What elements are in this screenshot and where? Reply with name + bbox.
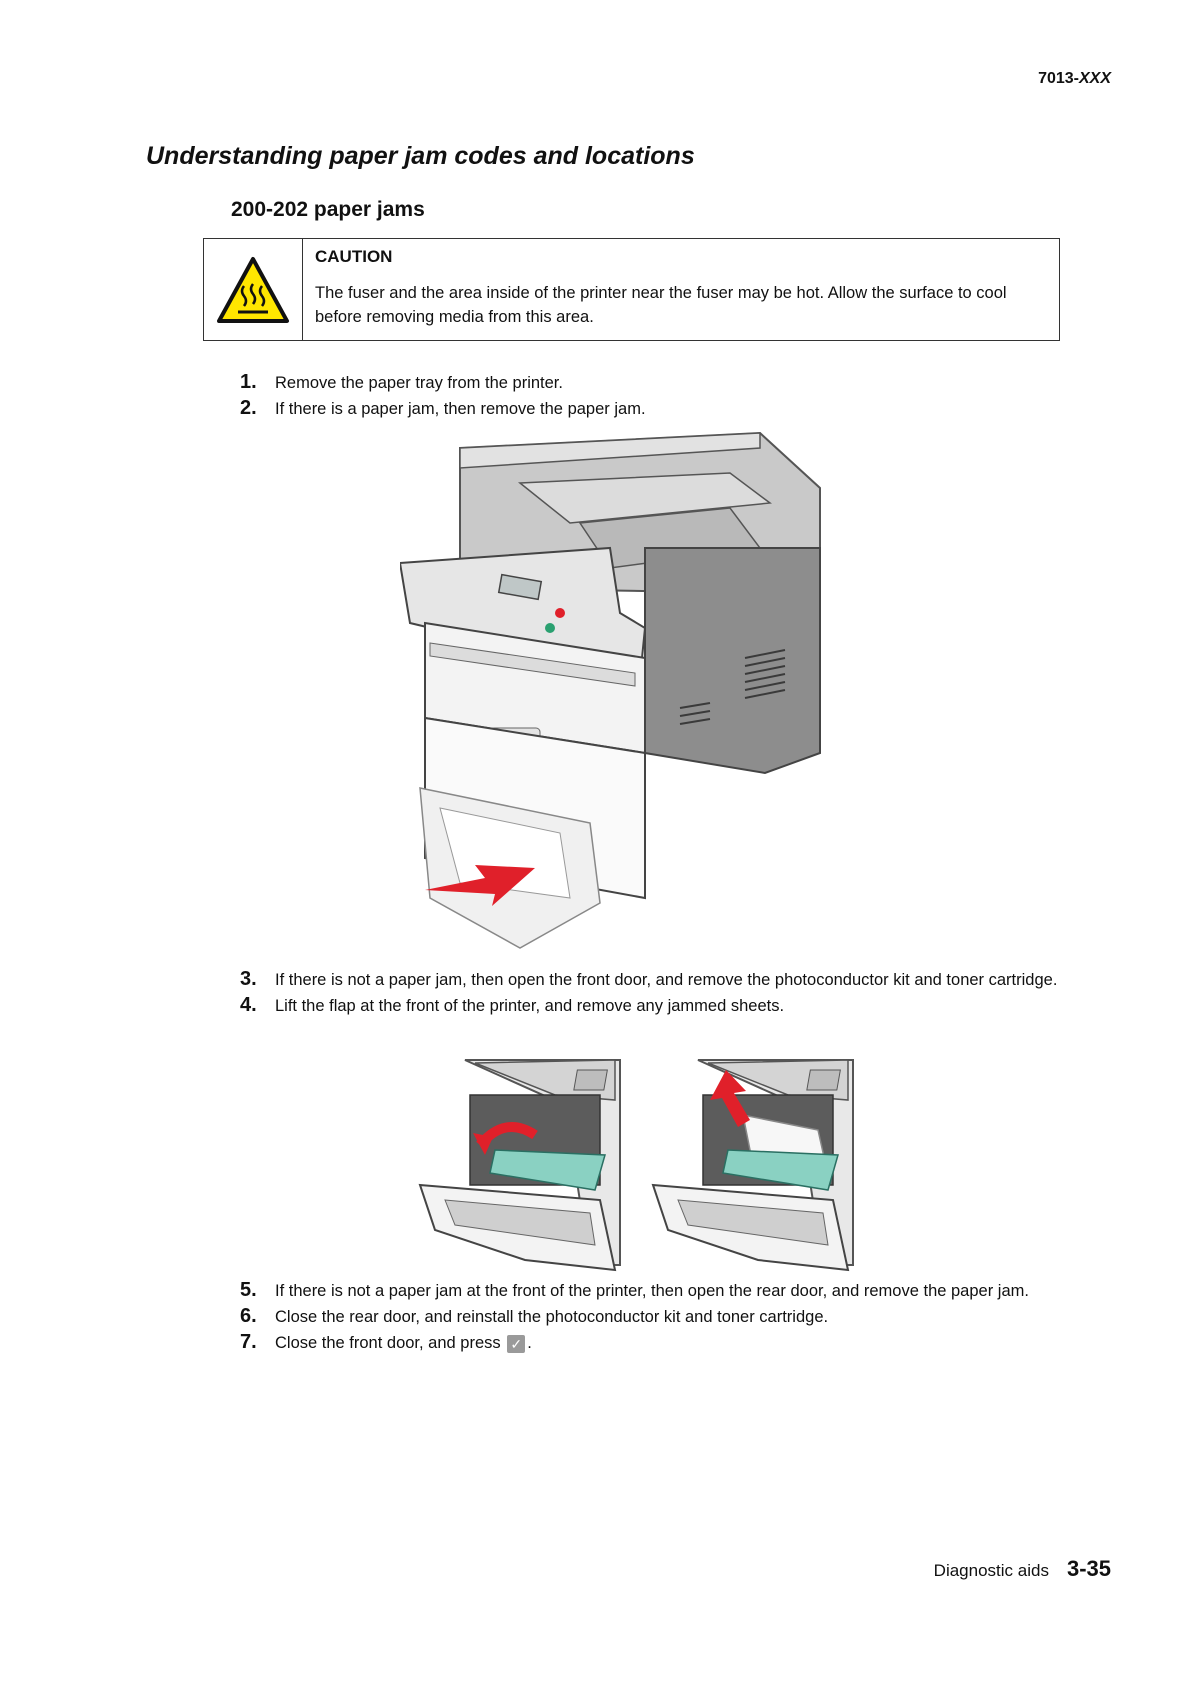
step-number: 2.	[240, 397, 257, 419]
step-text: Lift the flap at the front of the printe…	[275, 997, 785, 1015]
steps-group-1: 1. Remove the paper tray from the printer…	[240, 371, 1120, 423]
pull-up-arrow-icon	[710, 1070, 750, 1127]
front-door-flap-illustration	[418, 1059, 621, 1272]
checkmark-key-icon: ✓	[507, 1334, 526, 1353]
step-text: If there is not a paper jam at the front…	[275, 1282, 1029, 1300]
section-title: Understanding paper jam codes and locati…	[146, 142, 695, 170]
steps-group-3: 5. If there is not a paper jam at the fro…	[240, 1279, 1120, 1357]
printer-paper-jam-illustration	[400, 431, 821, 949]
step-text: If there is a paper jam, then remove the…	[275, 400, 646, 418]
caution-box: CAUTION The fuser and the area inside of…	[203, 238, 1060, 341]
step-text: Close the rear door, and reinstall the p…	[275, 1308, 829, 1326]
document-model-code: 7013-XXX	[1038, 70, 1111, 88]
caution-icon-cell	[204, 239, 303, 340]
step-number: 3.	[240, 968, 257, 990]
caution-label: CAUTION	[315, 247, 393, 266]
step-number: 5.	[240, 1279, 257, 1301]
step-6: 6. Close the rear door, and reinstall the…	[240, 1305, 1120, 1329]
subsection-title: 200-202 paper jams	[231, 198, 425, 221]
footer-page-number: 3-35	[1066, 1556, 1111, 1581]
step-number: 6.	[240, 1305, 257, 1327]
step-text: Close the front door, and press ✓.	[275, 1332, 1105, 1355]
caution-text-cell: CAUTION The fuser and the area inside of…	[303, 239, 1059, 340]
step-text: If there is not a paper jam, then open t…	[275, 971, 1058, 989]
step-3: 3. If there is not a paper jam, then open…	[240, 968, 1120, 992]
step-text: Remove the paper tray from the printer.	[275, 374, 563, 392]
step-number: 4.	[240, 994, 257, 1016]
footer-section-name: Diagnostic aids	[933, 1561, 1049, 1580]
steps-group-2: 3. If there is not a paper jam, then open…	[240, 968, 1120, 1020]
model-suffix: XXX	[1078, 70, 1111, 87]
caution-text: The fuser and the area inside of the pri…	[315, 284, 1007, 326]
model-prefix: 7013-	[1038, 70, 1079, 87]
step-text-after: .	[527, 1334, 532, 1352]
step-1: 1. Remove the paper tray from the printer…	[240, 371, 1120, 395]
pull-direction-arrow-icon	[425, 865, 535, 906]
step-number: 1.	[240, 371, 257, 393]
step-5: 5. If there is not a paper jam at the fro…	[240, 1279, 1120, 1303]
step-text-before: Close the front door, and press	[275, 1334, 501, 1352]
step-number: 7.	[240, 1331, 257, 1353]
step-7: 7. Close the front door, and press ✓.	[240, 1331, 1120, 1355]
remove-jammed-sheet-illustration	[651, 1059, 854, 1272]
step-4: 4. Lift the flap at the front of the prin…	[240, 994, 1120, 1018]
page-footer: Diagnostic aids 3-35	[934, 1556, 1111, 1582]
step-2: 2. If there is a paper jam, then remove t…	[240, 397, 1120, 421]
hot-surface-warning-icon	[217, 256, 289, 323]
